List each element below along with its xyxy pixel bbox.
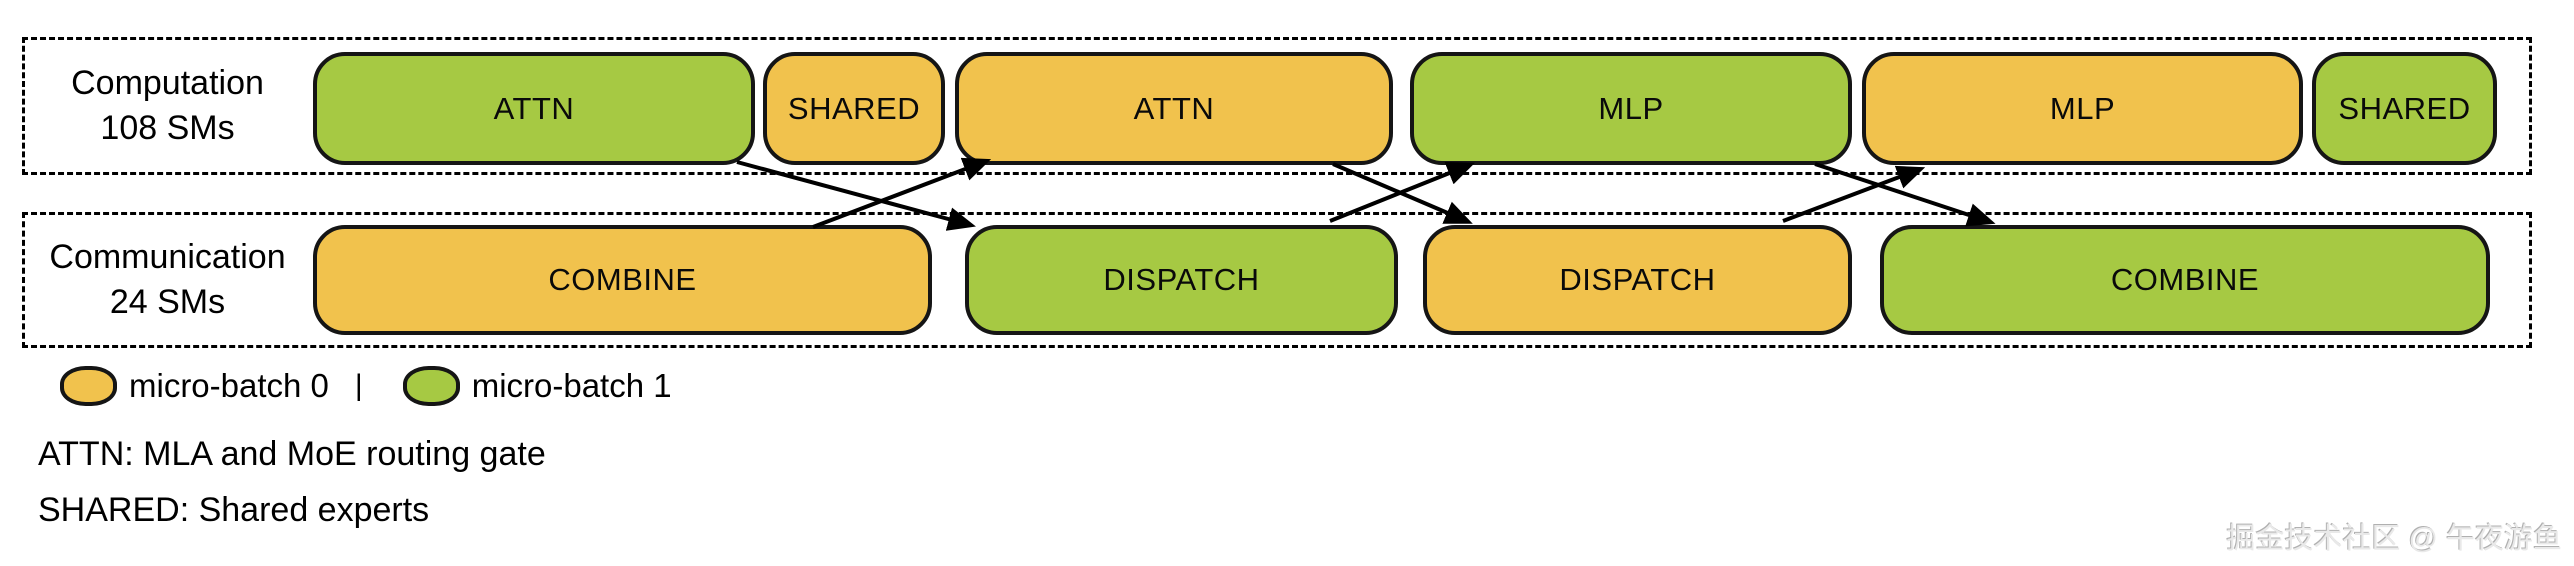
watermark-text: 掘金技术社区 @ 午夜游鱼 (2226, 523, 2562, 555)
legend-label-micro-batch-0: micro-batch 0 (129, 367, 329, 404)
legend-swatch-micro-batch-1 (402, 366, 460, 406)
legend-separator: | (354, 369, 363, 402)
legend: micro-batch 0 | micro-batch 1 (60, 362, 672, 410)
computation-row-label: Computation 108 SMs (22, 61, 313, 151)
communication-row-box (22, 212, 2532, 348)
block-communication-combine-3: COMBINE (1880, 225, 2490, 335)
block-computation-attn-0: ATTN (313, 52, 755, 165)
block-computation-attn-2: ATTN (955, 52, 1393, 165)
note-attn-definition: ATTN: MLA and MoE routing gate (38, 435, 546, 473)
block-communication-dispatch-1: DISPATCH (965, 225, 1398, 335)
note-shared-definition: SHARED: Shared experts (38, 491, 430, 529)
block-communication-combine-0: COMBINE (313, 225, 932, 335)
communication-row-label-line1: Communication (49, 238, 286, 276)
block-computation-shared-1: SHARED (763, 52, 945, 165)
legend-label-micro-batch-1: micro-batch 1 (471, 367, 672, 404)
computation-row-label-line1: Computation (71, 64, 264, 102)
block-computation-mlp-4: MLP (1862, 52, 2303, 165)
computation-row-label-line2: 108 SMs (100, 109, 235, 147)
block-computation-mlp-3: MLP (1410, 52, 1852, 165)
computation-row-box (22, 37, 2532, 175)
communication-row-label: Communication 24 SMs (22, 235, 313, 325)
communication-row-label-line2: 24 SMs (109, 283, 226, 321)
block-communication-dispatch-2: DISPATCH (1423, 225, 1852, 335)
block-computation-shared-5: SHARED (2312, 52, 2497, 165)
legend-swatch-micro-batch-0 (60, 366, 117, 406)
